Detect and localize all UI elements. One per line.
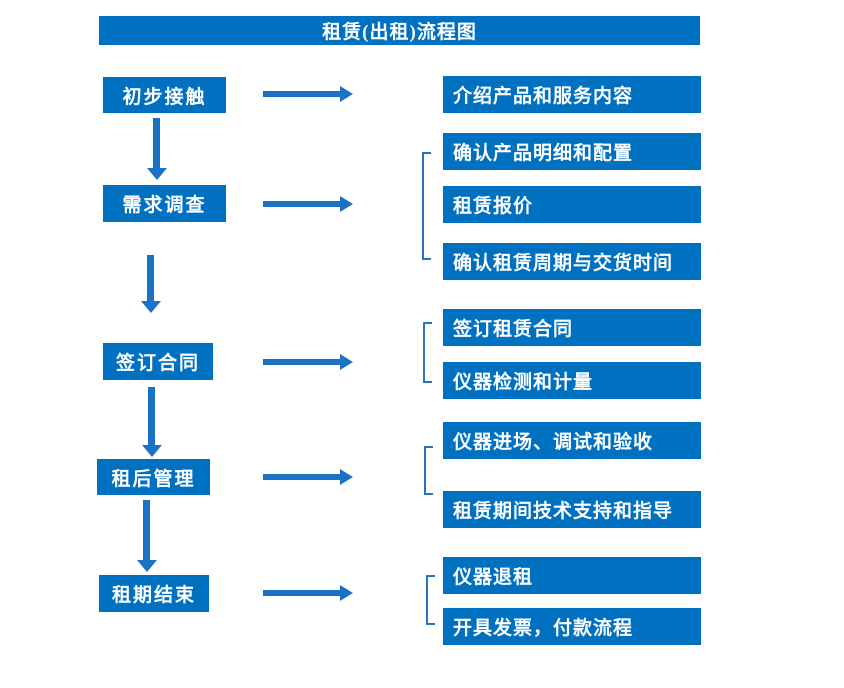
arrow-head [340, 585, 353, 601]
down-arrow-icon [141, 255, 161, 313]
down-arrow-icon [147, 118, 167, 180]
step-box-initial-contact: 初步接触 [103, 77, 226, 113]
arrow-head [137, 560, 157, 572]
down-arrow-icon [142, 387, 162, 457]
right-arrow-icon [263, 354, 353, 370]
arrow-stem [153, 118, 160, 168]
right-arrow-icon [263, 86, 353, 102]
output-box: 仪器检测和计量 [443, 362, 701, 399]
arrow-stem [263, 91, 340, 97]
arrow-head [340, 86, 353, 102]
output-box: 确认产品明细和配置 [443, 133, 701, 170]
right-arrow-icon [263, 585, 353, 601]
arrow-head [147, 168, 167, 180]
arrow-stem [263, 359, 340, 365]
arrow-stem [263, 474, 340, 480]
step-box-sign-contract: 签订合同 [103, 343, 213, 380]
output-box: 开具发票，付款流程 [443, 608, 701, 645]
step-box-post-rental-management: 租后管理 [97, 459, 210, 495]
group-bracket [426, 575, 435, 625]
step-box-rental-end: 租期结束 [99, 575, 209, 612]
step-box-demand-survey: 需求调查 [103, 185, 226, 222]
down-arrow-icon [137, 500, 157, 572]
output-box: 签订租赁合同 [443, 309, 701, 346]
right-arrow-icon [263, 196, 353, 212]
group-bracket [423, 322, 432, 383]
group-bracket [422, 152, 431, 260]
output-box: 租赁报价 [443, 186, 701, 223]
arrow-stem [263, 201, 340, 207]
output-box: 介绍产品和服务内容 [443, 76, 701, 113]
arrow-stem [263, 590, 340, 596]
arrow-head [340, 469, 353, 485]
output-box: 租赁期间技术支持和指导 [443, 491, 701, 528]
arrow-stem [147, 255, 154, 301]
arrow-head [142, 445, 162, 457]
arrow-stem [143, 500, 150, 560]
output-box: 确认租赁周期与交货时间 [443, 243, 701, 280]
arrow-head [141, 301, 161, 313]
arrow-head [340, 354, 353, 370]
output-box: 仪器进场、调试和验收 [443, 422, 701, 459]
right-arrow-icon [263, 469, 353, 485]
output-box: 仪器退租 [443, 557, 701, 594]
flowchart-title: 租赁(出租)流程图 [99, 16, 700, 45]
arrow-head [340, 196, 353, 212]
group-bracket [424, 446, 433, 495]
arrow-stem [148, 387, 155, 445]
